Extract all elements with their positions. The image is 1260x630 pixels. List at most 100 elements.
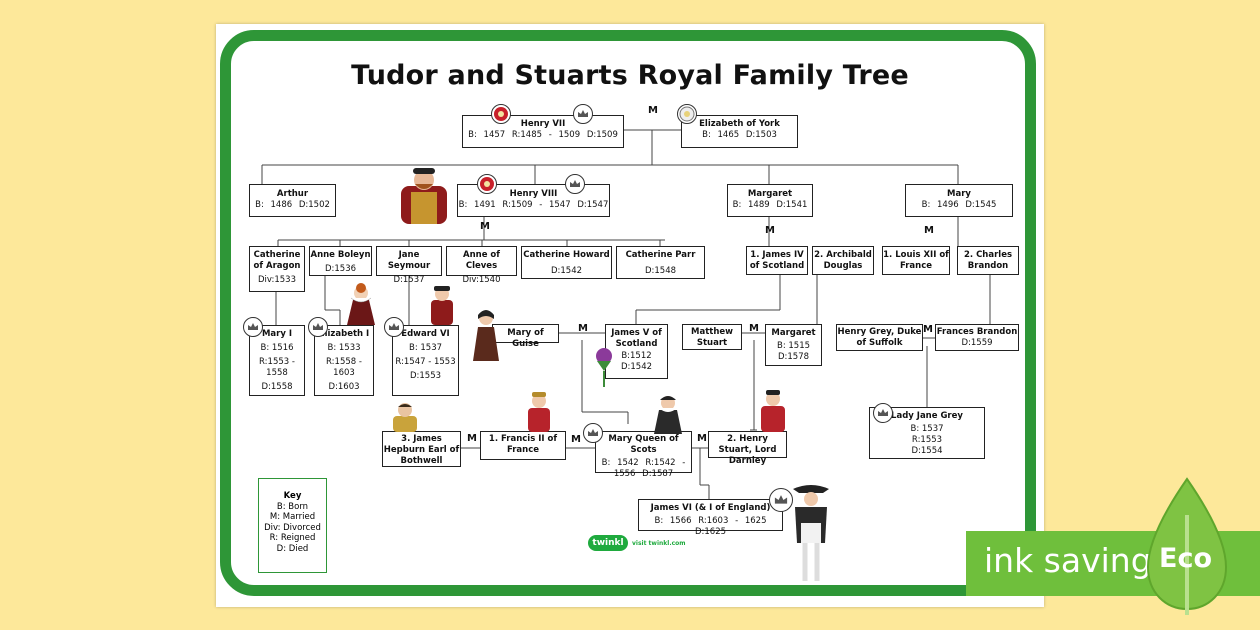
crown-icon — [873, 403, 893, 423]
person-dates: B: 1486 D:1502 — [255, 200, 330, 210]
person-dates: B: 1542 R:1542 - — [601, 458, 686, 468]
person-dates: B: 1496 D:1545 — [921, 200, 997, 210]
person-henry-vii: Henry VII B: 1457 R:1485 - 1509 D:1509 — [462, 115, 624, 148]
person-reign: R:1553 - 1558 — [259, 357, 295, 378]
person-dates: D:1537 — [393, 275, 425, 285]
person-james-v: James V of Scotland B:1512 D:1542 — [605, 324, 668, 379]
marriage-marker: M — [578, 323, 588, 334]
person-name: Jane Seymour — [387, 250, 431, 271]
key-title: Key — [283, 491, 302, 501]
elizabeth-i-portrait — [343, 282, 379, 325]
person-margaret-tudor: Margaret B: 1489 D:1541 — [727, 184, 813, 217]
person-margaret-douglas: Margaret B: 1515 D:1578 — [765, 324, 822, 366]
person-dates: B: 1533 — [327, 343, 361, 353]
person-name: Mary Queen of Scots — [608, 434, 679, 455]
person-death: D:1542 — [620, 362, 653, 372]
edward-vi-portrait — [425, 284, 459, 325]
person-name: Arthur — [276, 189, 309, 199]
person-dates: D:1542 — [550, 266, 583, 276]
marriage-marker: M — [697, 433, 707, 444]
person-arthur: Arthur B: 1486 D:1502 — [249, 184, 336, 217]
person-catherine-of-aragon: Catherine of Aragon Div:1533 — [249, 246, 305, 292]
visit-link: visit twinkl.com — [632, 540, 686, 547]
person-henry-grey: Henry Grey, Duke of Suffolk — [836, 324, 923, 351]
mary-of-guise-portrait — [469, 305, 503, 361]
person-name: Mary I — [261, 329, 293, 339]
person-mary-queen-of-scots: Mary Queen of Scots B: 1542 R:1542 - 155… — [595, 431, 692, 479]
person-death: D:1578 — [777, 352, 810, 362]
key-item: B: Born — [276, 501, 309, 512]
henry-viii-portrait — [393, 164, 455, 224]
eco-badge: Eco — [1159, 543, 1212, 574]
person-anne-boleyn: Anne Boleyn D:1536 — [309, 246, 372, 276]
person-name: Lady Jane Grey — [891, 411, 963, 421]
ink-saving-label: ink saving — [984, 541, 1152, 580]
person-name: James V of Scotland — [611, 328, 662, 349]
person-name: Henry Grey, Duke of Suffolk — [837, 327, 922, 348]
person-name: Henry VIII — [509, 189, 558, 199]
person-elizabeth-of-york: Elizabeth of York B: 1465 D:1503 — [681, 115, 798, 148]
person-dates: Div:1533 — [258, 275, 296, 285]
page-title: Tudor and Stuarts Royal Family Tree — [351, 60, 909, 91]
person-dates: B: 1537 — [910, 424, 944, 434]
person-dates: B: 1516 — [260, 343, 294, 353]
marriage-marker: M — [467, 433, 477, 444]
james-vi-portrait — [787, 483, 835, 585]
crown-icon — [583, 423, 603, 443]
person-dates: D:1559 — [961, 338, 993, 348]
person-death: D:1558 — [261, 382, 293, 392]
person-anne-of-cleves: Anne of Cleves Div:1540 — [446, 246, 517, 285]
twinkl-logo: twinkl — [588, 535, 628, 551]
person-name: 3. James Hepburn Earl of Bothwell — [383, 434, 460, 466]
person-dates: D:1536 — [324, 264, 357, 274]
darnley-portrait — [756, 388, 790, 432]
person-henry-stuart-darnley: 2. Henry Stuart, Lord Darnley — [708, 431, 787, 466]
person-reign: R:1547 - 1553 — [395, 357, 456, 367]
person-dates: B: 1489 D:1541 — [732, 200, 808, 210]
marriage-marker: M — [765, 225, 775, 236]
key-item: D: Died — [276, 543, 309, 554]
person-dates: D:1548 — [644, 266, 677, 276]
marriage-marker: M — [571, 434, 581, 445]
person-mary-of-guise: Mary of Guise — [492, 324, 559, 349]
legend-key: Key B: Born M: Married Div: Divorced R: … — [258, 478, 327, 573]
person-dates: B: 1566 R:1603 - 1625 D:1625 — [654, 516, 767, 537]
person-dates: B:1512 — [621, 351, 652, 361]
person-james-hepburn: 3. James Hepburn Earl of Bothwell — [382, 431, 461, 467]
person-name: Elizabeth I — [318, 329, 370, 339]
person-mary-i: Mary I B: 1516 R:1553 - 1558 D:1558 — [249, 325, 305, 396]
person-name: 1. James IV of Scotland — [749, 250, 805, 271]
person-name: Mary of Guise — [507, 328, 544, 349]
person-name: 1. Francis II of France — [488, 434, 558, 455]
person-francis-ii: 1. Francis II of France — [480, 431, 566, 460]
marriage-marker: M — [924, 225, 934, 236]
person-name: 2. Charles Brandon — [963, 250, 1013, 271]
crown-icon — [769, 488, 793, 512]
person-name: Frances Brandon — [936, 327, 1018, 337]
person-name: 1. Louis XII of France — [883, 250, 949, 271]
person-dates: B: 1457 R:1485 - 1509 D:1509 — [468, 130, 618, 140]
person-name: Edward VI — [401, 329, 450, 339]
person-death: D:1553 — [409, 371, 442, 381]
person-mary-tudor: Mary B: 1496 D:1545 — [905, 184, 1013, 217]
person-lady-jane-grey: Lady Jane Grey B: 1537 R:1553 D:1554 — [869, 407, 985, 459]
person-death: D:1603 — [328, 382, 360, 392]
marriage-marker: M — [749, 323, 759, 334]
person-death: D:1554 — [911, 446, 943, 456]
person-dates: B: 1537 — [408, 343, 443, 353]
person-reign: R:1553 — [911, 435, 943, 445]
thistle-icon — [591, 347, 617, 387]
person-catherine-howard: Catherine Howard D:1542 — [521, 246, 612, 279]
person-name: Margaret — [747, 189, 793, 199]
person-name: Anne of Cleves — [463, 250, 500, 271]
person-name: James VI (& I of England) — [650, 503, 771, 513]
person-name: Margaret — [771, 328, 816, 338]
francis-ii-portrait — [524, 390, 554, 432]
person-james-iv: 1. James IV of Scotland — [746, 246, 808, 275]
person-name: Anne Boleyn — [310, 250, 371, 260]
person-catherine-parr: Catherine Parr D:1548 — [616, 246, 705, 279]
person-charles-brandon: 2. Charles Brandon — [957, 246, 1019, 275]
mary-queen-of-scots-portrait — [650, 392, 686, 434]
person-archibald-douglas: 2. Archibald Douglas — [812, 246, 874, 275]
